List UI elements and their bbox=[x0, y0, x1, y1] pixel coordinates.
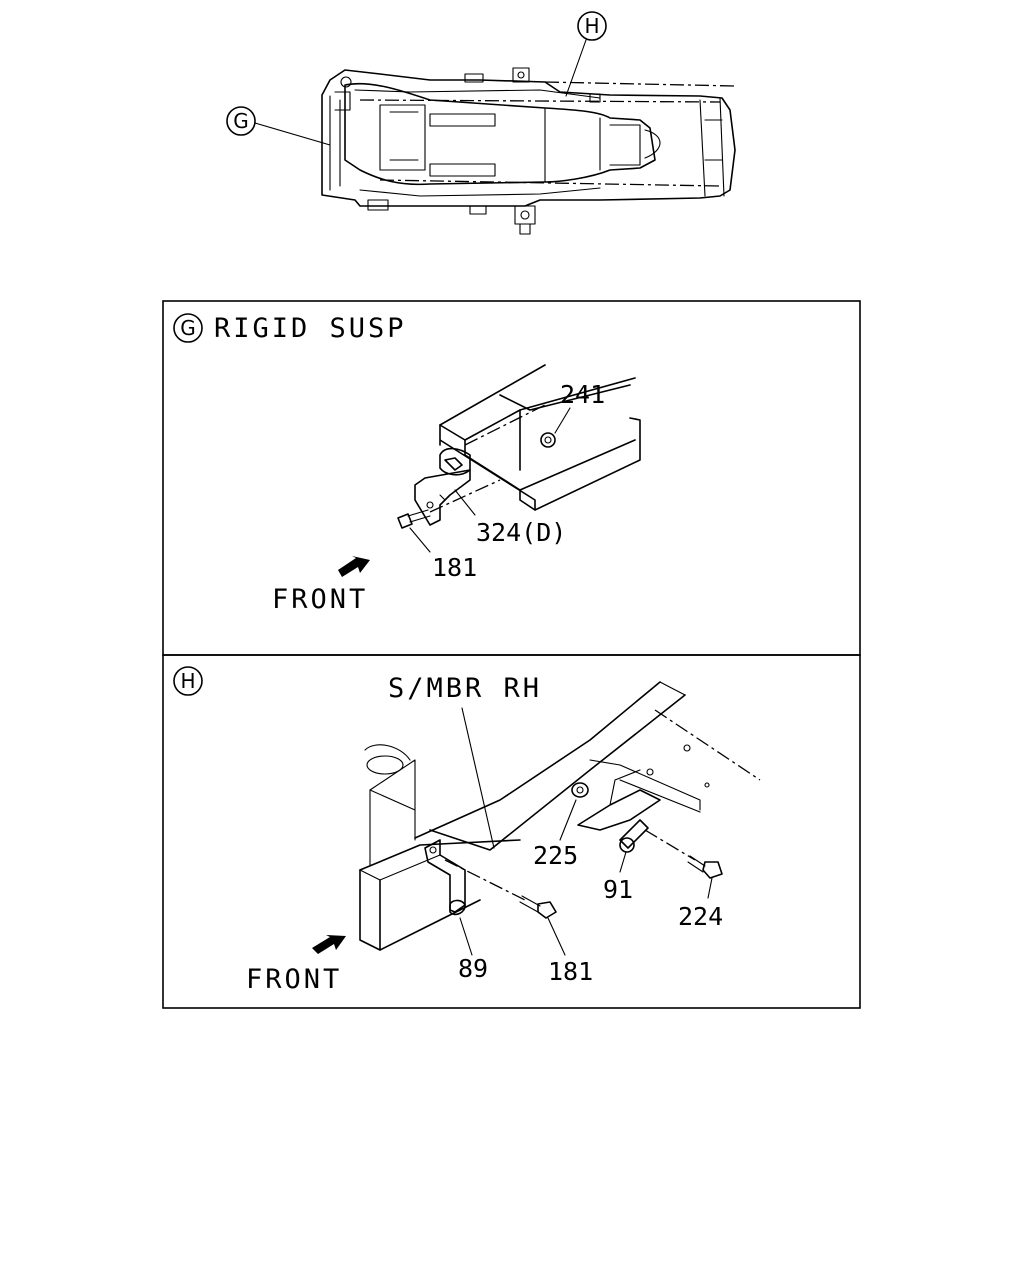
pin-91: 91 bbox=[603, 819, 649, 904]
label-181-h: 181 bbox=[548, 957, 593, 986]
panel-h-badge-letter: H bbox=[180, 669, 195, 693]
engine-transmission-body bbox=[344, 82, 661, 186]
label-89: 89 bbox=[458, 954, 488, 983]
front-label-h: FRONT bbox=[246, 964, 342, 995]
panel-h-border bbox=[162, 654, 861, 1009]
bolt-181-panel-g: 181 bbox=[397, 479, 501, 582]
panel-g: G RIGID SUSP 241 bbox=[162, 300, 861, 656]
panel-g-title: RIGID SUSP bbox=[214, 313, 407, 344]
panel-g-badge-letter: G bbox=[180, 316, 196, 340]
panel-g-border bbox=[162, 300, 861, 656]
panel-h: H S/MBR RH bbox=[162, 654, 861, 1009]
label-224: 224 bbox=[678, 902, 723, 931]
frame-rails bbox=[321, 69, 736, 207]
clip-324d bbox=[414, 447, 471, 526]
panel-g-badge: G bbox=[173, 313, 203, 343]
front-label-g: FRONT bbox=[272, 584, 368, 615]
bracket-89: 89 bbox=[424, 839, 488, 983]
front-arrow-g: FRONT bbox=[272, 556, 370, 615]
label-225: 225 bbox=[533, 841, 578, 870]
nut-225: 225 bbox=[533, 782, 589, 870]
chassis-overview: H G bbox=[226, 11, 736, 235]
front-arrow-h: FRONT bbox=[246, 935, 346, 995]
bolt-224: 224 bbox=[644, 829, 723, 931]
callout-h-overview: H bbox=[565, 11, 607, 97]
nut-241: 241 bbox=[540, 380, 605, 448]
label-241: 241 bbox=[560, 380, 605, 409]
panel-h-title: S/MBR RH bbox=[388, 673, 542, 704]
label-324d: 324(D) bbox=[476, 518, 566, 547]
mount-plate bbox=[577, 768, 661, 831]
callout-h-letter: H bbox=[584, 14, 599, 38]
side-member bbox=[359, 681, 761, 951]
label-181-g: 181 bbox=[432, 553, 477, 582]
bolt-181-panel-h: 181 bbox=[444, 859, 593, 986]
panel-h-badge: H bbox=[173, 666, 203, 696]
label-91: 91 bbox=[603, 875, 633, 904]
panel-g-frame-rail bbox=[439, 364, 641, 511]
mount-lugs bbox=[334, 67, 601, 235]
callout-g-letter: G bbox=[233, 109, 249, 133]
callout-g-overview: G bbox=[226, 106, 331, 146]
